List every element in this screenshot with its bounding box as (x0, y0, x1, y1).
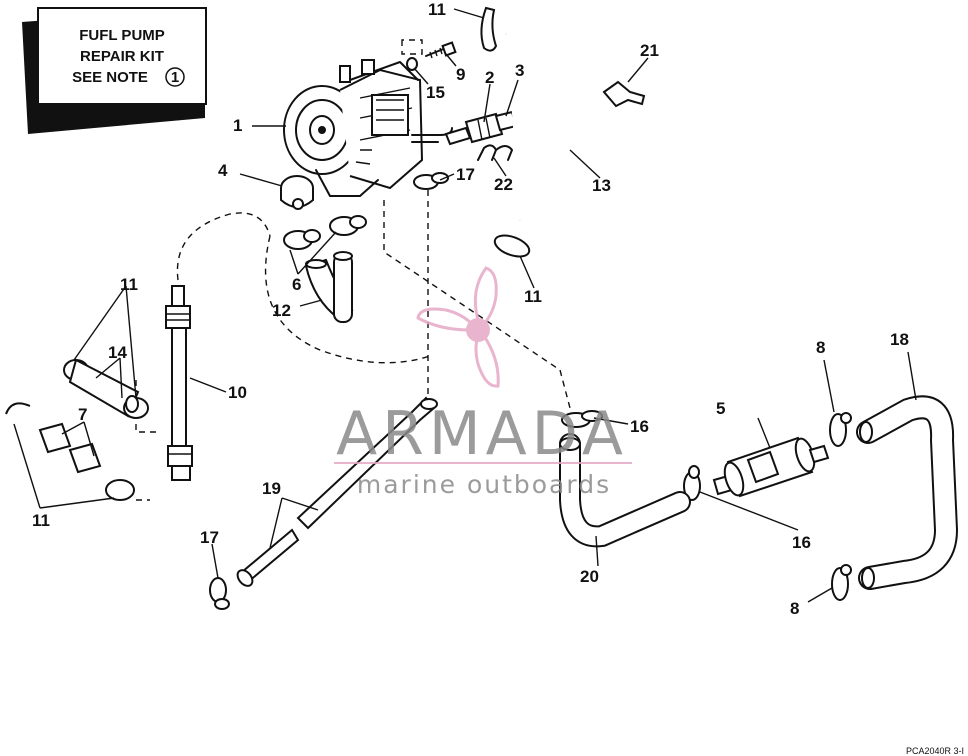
part-14-connector (63, 358, 149, 419)
part-18-end-top (859, 421, 873, 443)
part-7-hose-pieces (5, 402, 135, 501)
part-6-clamps (283, 215, 367, 250)
leader-lines (13, 8, 917, 603)
part-11-clamp-top (480, 6, 498, 52)
part-20-hose-end (559, 437, 581, 451)
callout-numbers: 1 2 3 4 5 6 7 8 8 9 10 11 11 11 11 12 13… (32, 0, 909, 618)
callout-18: 18 (890, 330, 909, 349)
callout-6: 6 (292, 275, 301, 294)
drawing-code: PCA2040R 3-I (906, 746, 964, 756)
callout-4: 4 (218, 161, 228, 180)
note-circle-icon (165, 67, 185, 87)
callout-13: 13 (592, 176, 611, 195)
watermark-brand: ARMADA (336, 399, 628, 469)
callout-15: 15 (426, 83, 445, 102)
callout-3: 3 (515, 61, 524, 80)
kit-note-number: 1 (171, 69, 179, 86)
part-9-screw (425, 41, 457, 59)
kit-note-line1: FUFL PUMP (79, 27, 165, 44)
part-20-hose-fill (561, 435, 689, 546)
callout-20: 20 (580, 567, 599, 586)
callout-17a: 17 (456, 165, 475, 184)
callout-5: 5 (716, 399, 725, 418)
part-11-clamp-mid (493, 234, 531, 258)
part-18-hose-fill (858, 397, 957, 588)
callout-7: 7 (78, 405, 87, 424)
callout-14: 14 (108, 343, 127, 362)
propeller-logo-icon (416, 266, 500, 388)
fuel-pump-assembly (283, 59, 453, 197)
washer-guide (401, 39, 423, 55)
callout-19: 19 (262, 479, 281, 498)
kit-note-line2: REPAIR KIT (80, 48, 164, 65)
repair-kit-box: FUFL PUMP REPAIR KIT SEE NOTE 1 (22, 7, 207, 134)
callout-21: 21 (640, 41, 659, 60)
part-18-end-bottom (861, 567, 875, 589)
part-17-clamp-lower (209, 577, 230, 610)
callout-11a: 11 (428, 0, 446, 19)
callout-9: 9 (456, 65, 465, 84)
part-2-3-fitting (444, 110, 518, 146)
part-21-fitting (602, 80, 646, 108)
callout-11c: 11 (120, 275, 138, 294)
callout-16a: 16 (630, 417, 649, 436)
part-5-fuel-filter (712, 436, 830, 498)
callout-11d: 11 (32, 511, 50, 530)
callout-12: 12 (272, 301, 291, 320)
part-17-clamp-upper (413, 172, 449, 190)
callout-8b: 8 (790, 599, 799, 618)
callout-17b: 17 (200, 528, 219, 547)
part-22-clip (477, 144, 513, 161)
part-12-hose (304, 251, 354, 323)
callout-22: 22 (494, 175, 513, 194)
part-15-washer (406, 57, 418, 71)
callout-16b: 16 (792, 533, 811, 552)
callout-10: 10 (228, 383, 247, 402)
watermark-tagline: marine outboards (357, 470, 611, 499)
part-8-clamps (829, 412, 852, 601)
part-4-fitting (280, 175, 314, 210)
callout-11b: 11 (524, 287, 542, 306)
routing-lines (135, 190, 571, 501)
kit-note-line3: SEE NOTE (72, 69, 148, 86)
callout-8a: 8 (816, 338, 825, 357)
part-13-hose-fill (504, 21, 595, 228)
watermark-rule (334, 462, 632, 464)
part-10-fuel-line (165, 285, 193, 481)
callout-2: 2 (485, 68, 494, 87)
callout-1: 1 (233, 116, 242, 135)
watermark: ARMADA marine outboards (334, 266, 632, 499)
